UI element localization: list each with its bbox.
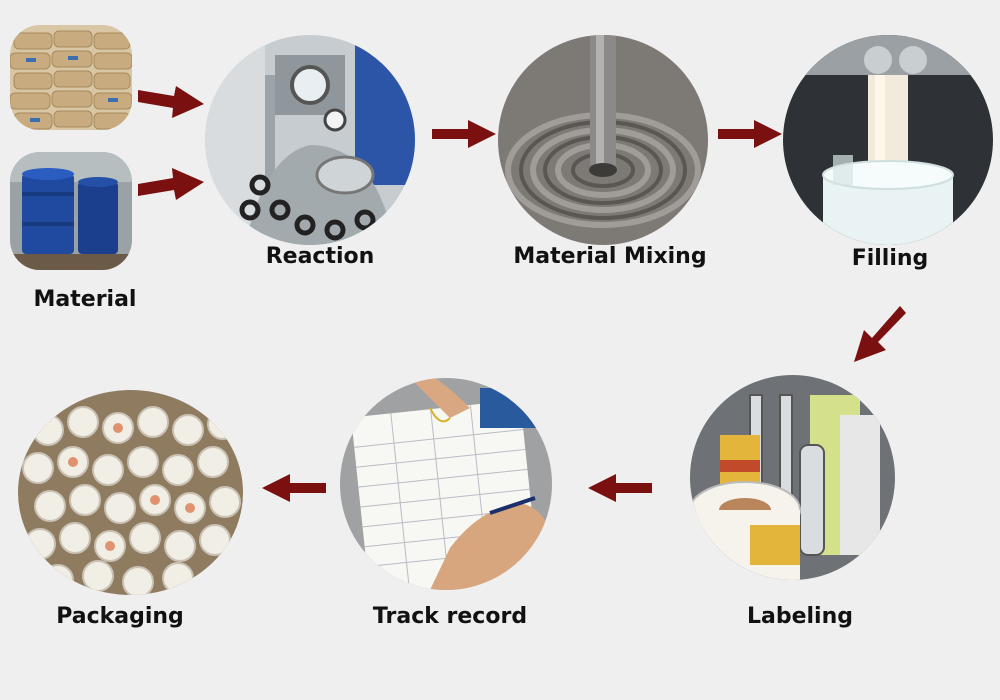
filling-photo bbox=[783, 35, 993, 245]
step-label-material-mixing: Material Mixing bbox=[513, 244, 707, 269]
labeling-photo bbox=[690, 375, 895, 580]
arrow-left-icon bbox=[588, 474, 652, 502]
material-drums-photo bbox=[10, 152, 132, 270]
arrow-right-icon bbox=[718, 120, 782, 148]
arrow-right-icon bbox=[432, 120, 496, 148]
track-record-photo bbox=[340, 378, 552, 590]
step-label-packaging: Packaging bbox=[56, 604, 184, 629]
material-mixing-photo bbox=[498, 35, 708, 245]
step-label-filling: Filling bbox=[851, 246, 929, 271]
arrow-right-icon bbox=[138, 86, 204, 118]
step-label-track-record: Track record bbox=[372, 604, 528, 629]
step-label-reaction: Reaction bbox=[265, 244, 375, 269]
arrow-left-icon bbox=[262, 474, 326, 502]
arrow-down-left-icon bbox=[854, 306, 906, 362]
step-label-material: Material bbox=[33, 287, 137, 312]
step-label-labeling: Labeling bbox=[746, 604, 854, 629]
packaging-photo bbox=[18, 390, 243, 595]
material-sacks-photo bbox=[10, 25, 132, 130]
arrow-right-icon bbox=[138, 168, 204, 200]
reaction-photo bbox=[205, 35, 415, 245]
